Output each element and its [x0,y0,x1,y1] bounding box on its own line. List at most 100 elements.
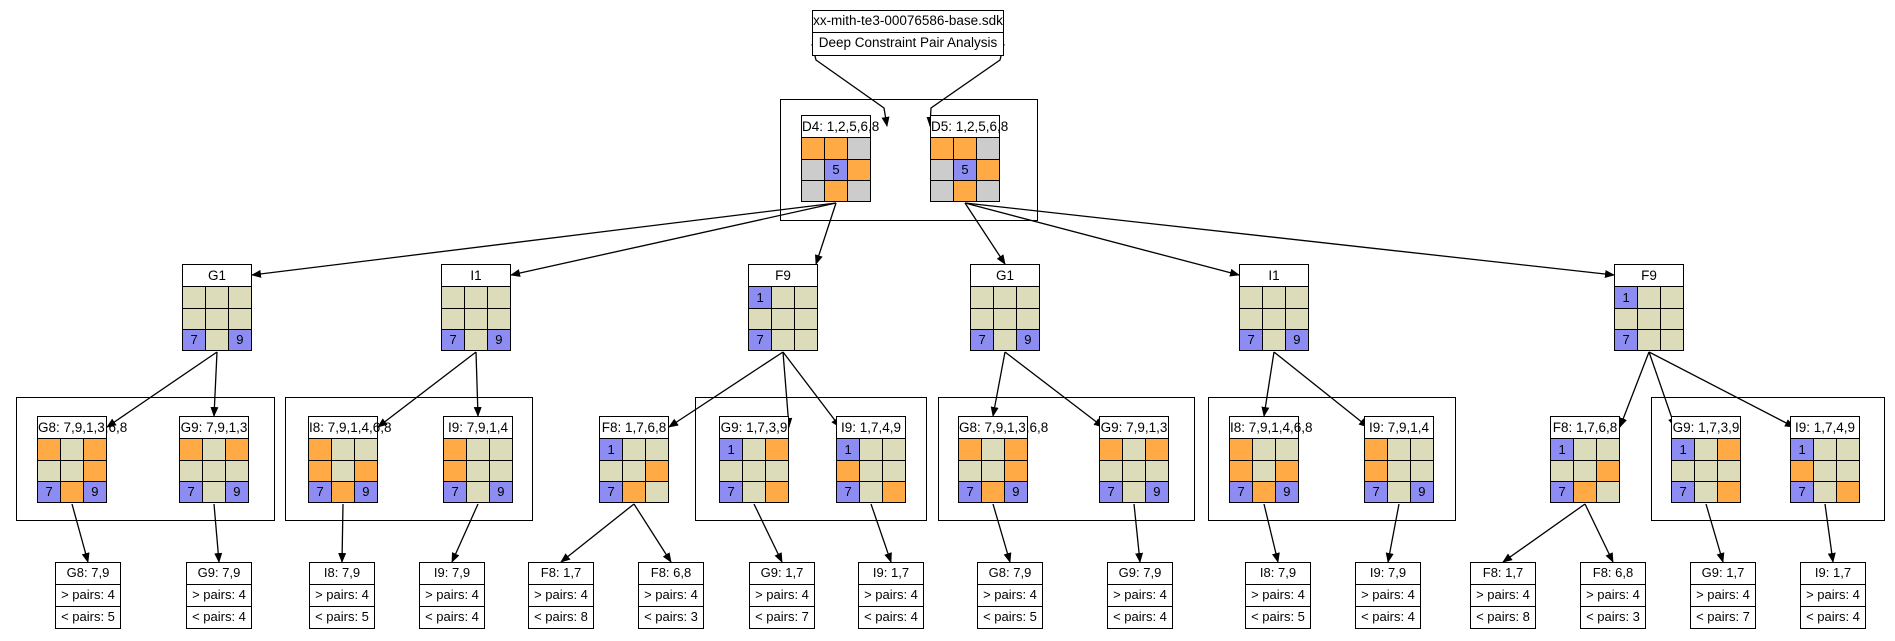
grid-cell: 7 [1615,328,1639,350]
grid-cell [1003,459,1027,482]
leaf-gt-pairs: > pairs: 4 [1801,584,1865,606]
grid-cell [224,439,248,461]
grid-cell: 5 [824,158,848,181]
sub-grid-10-label: I8: 7,9,1,4,6,8 [1230,417,1313,439]
sub-cluster-2 [285,397,533,521]
edge-sub-5-leaf-6 [633,503,672,563]
sub-grid-8-label: G8: 7,9,1,3,6,8 [959,417,1048,439]
grid-cell [859,439,883,461]
grid-cell [331,459,355,482]
grid-cell [1716,480,1740,502]
grid-cell [837,459,861,482]
grid-cell: 1 [749,287,773,309]
leaf-gt-pairs: > pairs: 4 [639,584,703,606]
grid-cell [1637,307,1661,330]
grid-cell [1144,439,1168,461]
leaf-record-3: I8: 7,9> pairs: 4< pairs: 5 [309,562,375,629]
grid-cell [771,307,795,330]
edge-mid-5-sub-10 [1261,351,1275,417]
leaf-record-10: G9: 7,9> pairs: 4< pairs: 4 [1107,562,1173,629]
sub-grid-9-label: G9: 7,9,1,3 [1100,417,1168,439]
grid-cell [1252,459,1276,482]
leaf-lt-pairs: < pairs: 5 [978,606,1042,628]
leaf-label: G8: 7,9 [988,565,1032,580]
leaf-record-16: I9: 1,7> pairs: 4< pairs: 4 [1800,562,1866,629]
grid-cell: 7 [837,480,861,502]
grid-cell [881,439,905,461]
grid-cell [824,179,848,201]
grid-cell [464,287,488,309]
grid-cell [1122,439,1146,461]
edge-sub-6-leaf-7 [753,503,783,563]
grid-cell [644,459,668,482]
leaf-label: F8: 1,7 [1482,565,1524,580]
grid-cell [764,480,788,502]
grid-cell [764,439,788,461]
edge-mid-6-sub-13 [1648,351,1676,428]
leaf-label: I8: 7,9 [1259,565,1297,580]
leaf-lt-pairs: < pairs: 5 [1246,606,1310,628]
grid-cell: 7 [1230,480,1254,502]
grid-cell [1813,439,1837,461]
mid-grid-4-label: G1 [971,265,1039,287]
file-name: xx-mith-te3-00076586-base.sdk [813,13,1003,28]
grid-cell: 9 [353,480,377,502]
sub-grid-6-label: G9: 1,7,3,9 [720,417,788,439]
grid-cell [1284,307,1308,330]
grid-cell [227,287,251,309]
grid-cell [1387,439,1411,461]
grid-cell [60,439,84,461]
grid-cell [1573,480,1597,502]
grid-cell [1716,439,1740,461]
leaf-lt-pairs: < pairs: 3 [1581,606,1645,628]
edge-mid-4-sub-9 [1004,351,1104,428]
sub-grid-11-label: I9: 7,9,1,4 [1365,417,1433,439]
leaf-lt-pairs: < pairs: 7 [1691,606,1755,628]
edge-mid-1-sub-1 [106,351,218,428]
grid-cell [846,179,870,201]
edge-root-mid-5 [964,202,1240,277]
edge-sub-3-leaf-3 [338,503,347,563]
grid-cell: 1 [600,439,624,461]
grid-cell [742,459,766,482]
grid-cell: 9 [1015,328,1039,350]
sub-grid-4-label: I9: 7,9,1,4 [444,417,512,439]
edge-mid-2-sub-3 [377,351,477,428]
grid-cell [881,480,905,502]
grid-cell [975,179,999,201]
grid-cell [331,439,355,461]
grid-cell [749,307,773,330]
grid-cell: 9 [488,480,512,502]
grid-cell [1595,459,1619,482]
leaf-gt-pairs: > pairs: 4 [310,584,374,606]
mid-grid-3-label: F9 [749,265,817,287]
grid-cell [622,459,646,482]
grid-cell: 7 [1100,480,1124,502]
grid-cell: 7 [1240,328,1264,350]
leaf-record-14: F8: 6,8> pairs: 4< pairs: 3 [1580,562,1646,629]
grid-cell [1813,480,1837,502]
grid-cell: 9 [1284,328,1308,350]
grid-cell [971,287,995,309]
edge-sub-4-leaf-4 [451,503,479,563]
edge-mid-3-sub-7 [782,351,841,428]
grid-cell [227,307,251,330]
edge-mid-2-sub-4 [473,351,482,417]
grid-cell [793,287,817,309]
grid-cell [959,439,983,461]
grid-cell [1672,459,1696,482]
grid-cell: 1 [1791,439,1815,461]
grid-cell [622,439,646,461]
grid-cell [466,439,490,461]
grid-cell [1573,459,1597,482]
grid-cell [1365,439,1389,461]
leaf-gt-pairs: > pairs: 4 [1471,584,1535,606]
grid-cell: 1 [1615,287,1639,309]
grid-cell: 1 [1672,439,1696,461]
